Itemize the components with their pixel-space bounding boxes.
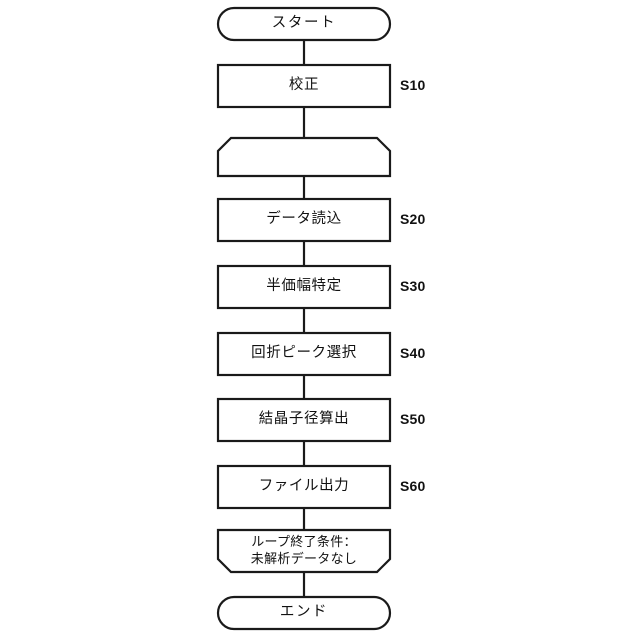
step-tag-fwhm-identify: S30 bbox=[400, 278, 426, 294]
node-shape-start[interactable] bbox=[216, 6, 392, 42]
shape-layer bbox=[216, 6, 392, 631]
node-shape-end[interactable] bbox=[216, 595, 392, 631]
node-shape-file-output[interactable] bbox=[216, 464, 392, 510]
node-shape-fwhm-identify[interactable] bbox=[216, 264, 392, 310]
step-tag-data-read: S20 bbox=[400, 211, 426, 227]
node-shape-peak-select[interactable] bbox=[216, 331, 392, 377]
step-tag-file-output: S60 bbox=[400, 478, 426, 494]
node-shape-calibration[interactable] bbox=[216, 63, 392, 109]
node-shape-loop-start[interactable] bbox=[216, 136, 392, 178]
step-tag-peak-select: S40 bbox=[400, 345, 426, 361]
node-shape-crystallite-size[interactable] bbox=[216, 397, 392, 443]
node-shape-data-read[interactable] bbox=[216, 197, 392, 243]
step-tag-calibration: S10 bbox=[400, 77, 426, 93]
node-shape-loop-end[interactable] bbox=[216, 528, 392, 574]
step-tag-crystallite-size: S50 bbox=[400, 411, 426, 427]
